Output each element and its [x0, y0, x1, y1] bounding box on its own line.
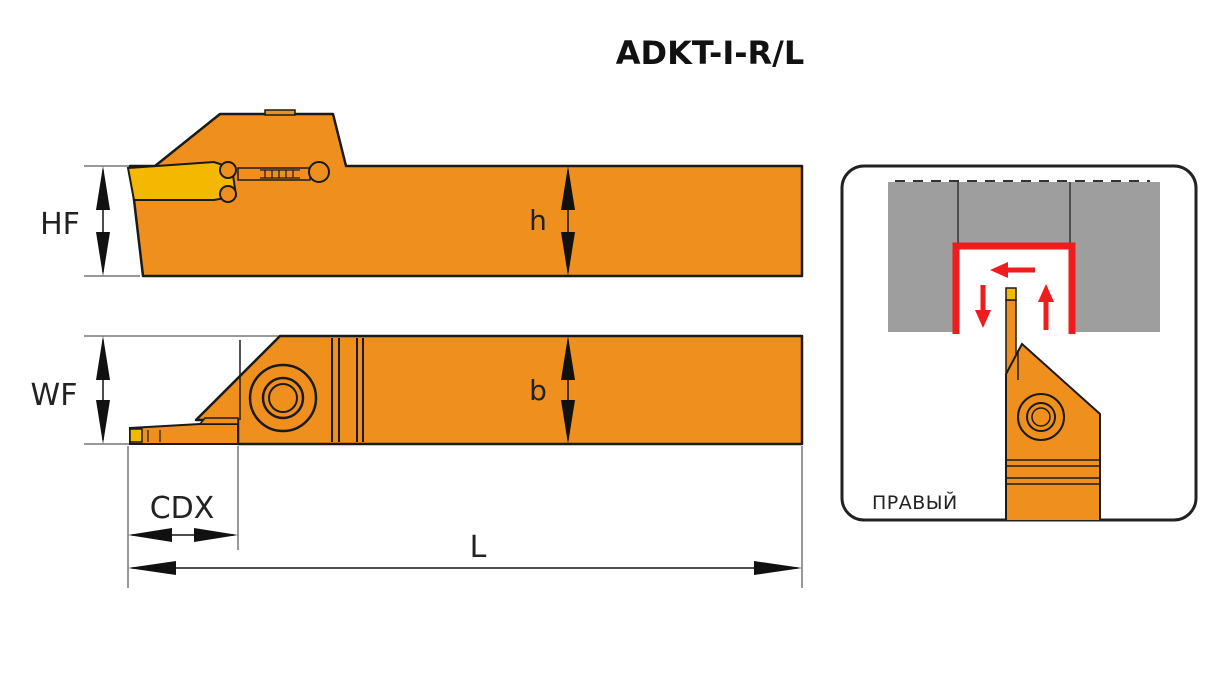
- label-wf: WF: [31, 378, 78, 413]
- label-h: h: [529, 204, 547, 237]
- panel-caption: ПРАВЫЙ: [872, 491, 958, 514]
- label-b: b: [529, 374, 547, 407]
- tool-side-view: HF h: [40, 109, 804, 278]
- label-hf: HF: [40, 207, 80, 242]
- label-l: L: [470, 530, 487, 565]
- panel-tool-insert: [1005, 287, 1017, 301]
- groove-path: [952, 242, 1076, 334]
- operation-panel: ПРАВЫЙ: [840, 164, 1198, 522]
- holder-body-side: [128, 112, 804, 278]
- blade-top: [129, 423, 239, 445]
- tool-top-view: WF b CDX L: [31, 334, 804, 588]
- label-cdx: CDX: [150, 491, 215, 526]
- insert-top: [129, 428, 143, 443]
- diagram-title: ADKT-I-R/L: [616, 34, 804, 72]
